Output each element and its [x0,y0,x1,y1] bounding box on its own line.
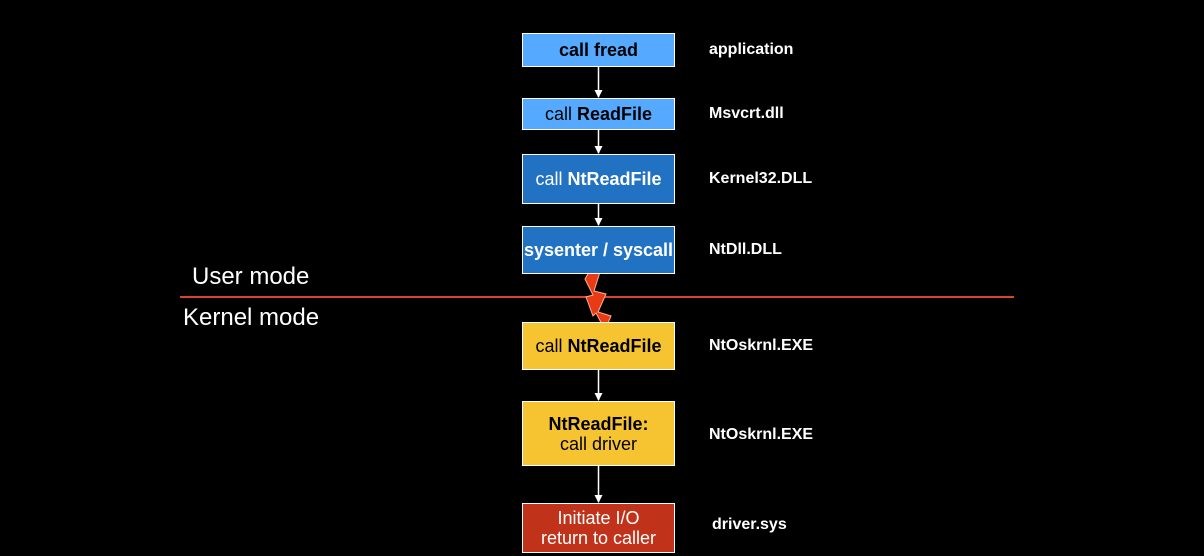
module-label-ntdll: NtDll.DLL [709,241,782,258]
step-box-sysenter: sysenter / syscall [522,226,675,274]
step-prefix: call [535,169,568,189]
module-label-kernel32: Kernel32.DLL [709,170,813,187]
step-prefix: call [535,336,568,356]
step-box-call-ntreadfile-user: call NtReadFile [522,154,675,204]
step-box-call-ntreadfile-kernel: call NtReadFile [522,322,675,370]
step-title: NtReadFile: [548,413,649,434]
step-box-call-driver: NtReadFile: call driver [522,401,675,466]
step-title: NtReadFile [567,169,662,189]
step-prefix: Initiate I/O [557,508,640,528]
step-box-call-readfile: call ReadFile [522,98,675,130]
step-prefix: call [544,104,577,124]
module-label-driver: driver.sys [712,516,787,533]
step-title: sysenter / syscall [523,240,674,260]
module-label-msvcrt: Msvcrt.dll [709,105,784,122]
kernel-mode-label: Kernel mode [183,304,320,331]
module-label-ntoskrnl-2: NtOskrnl.EXE [709,426,814,443]
step-box-initiate-io: Initiate I/O return to caller [522,503,675,553]
module-label-application: application [709,41,794,58]
module-label-ntoskrnl-1: NtOskrnl.EXE [709,337,814,354]
step-box-call-fread: call fread [522,33,675,67]
step-title: ReadFile [576,104,653,124]
step-title: call fread [558,40,639,60]
step-subtitle: return to caller [540,528,657,548]
user-mode-label: User mode [192,263,310,290]
step-subtitle: call driver [559,433,638,454]
step-title: NtReadFile [567,336,662,356]
